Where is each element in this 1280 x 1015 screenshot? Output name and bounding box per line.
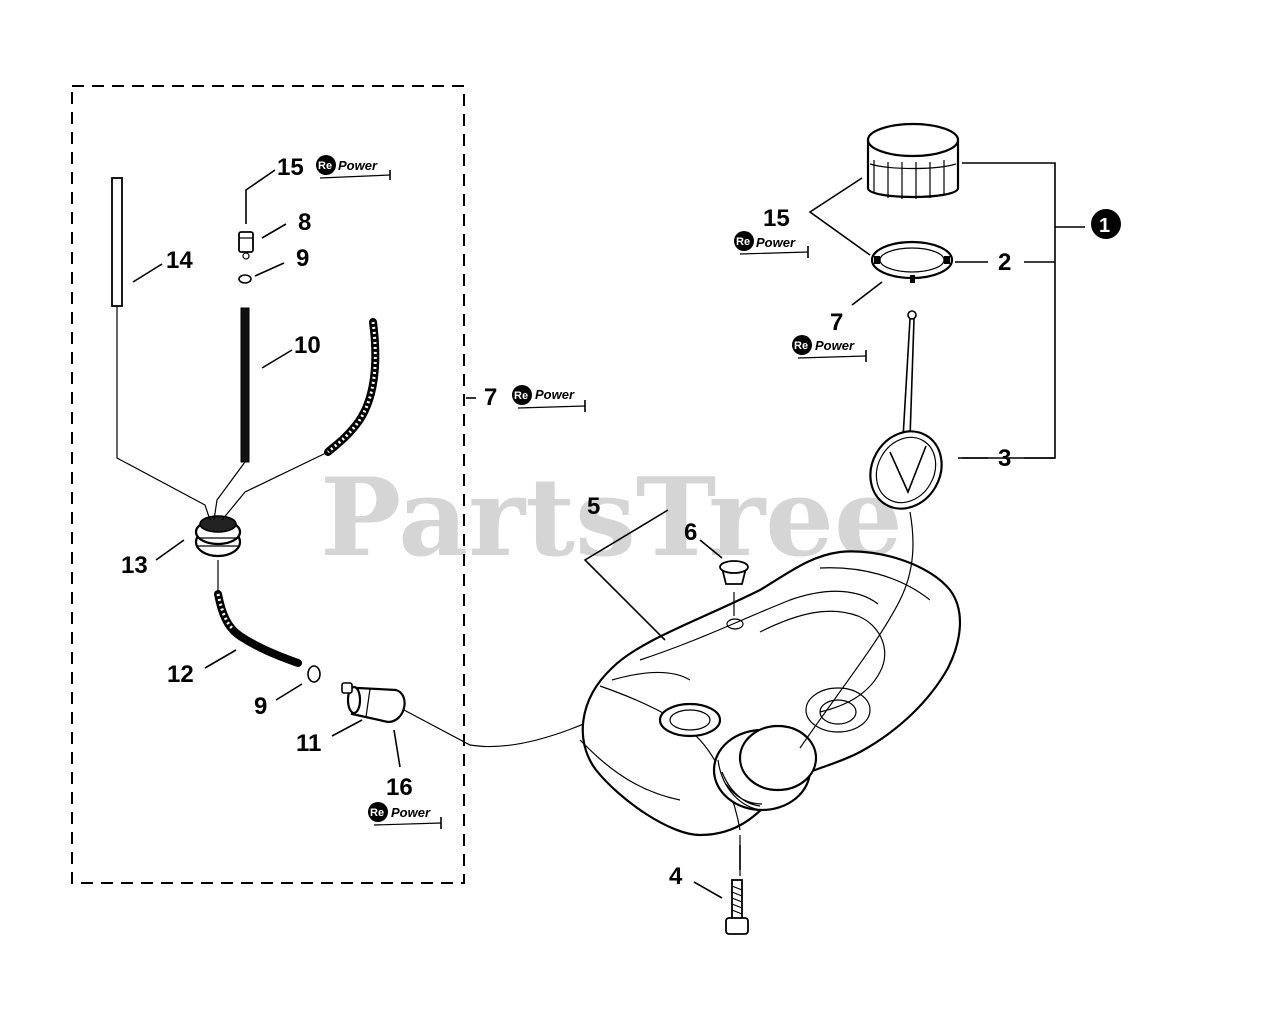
repower-mark-16: Re Power [368, 802, 442, 829]
callout-1-circle [1091, 209, 1121, 239]
leader-14-to-13 [116, 306, 211, 521]
part-8-fitting[interactable] [238, 231, 254, 260]
repower-mark-7-cap: Re Power [792, 335, 867, 362]
part-2-gasket[interactable] [870, 240, 954, 283]
svg-text:Re: Re [514, 390, 528, 402]
part-9-o-ring-bottom[interactable] [307, 665, 321, 683]
watermark: PartsTree [320, 455, 903, 581]
callout-10[interactable]: 10 [294, 332, 321, 359]
leader-13 [155, 539, 185, 561]
bracket-1 [962, 162, 1056, 459]
callout-16[interactable]: 16 [386, 774, 413, 801]
leader-10b-to-13 [221, 451, 329, 521]
svg-text:Re: Re [318, 160, 332, 172]
callout-1[interactable]: 1 [1099, 215, 1110, 237]
repower-mark-15-cap: Re Power [734, 231, 809, 258]
part-9-o-ring-top[interactable] [238, 274, 252, 284]
part-11-fuel-filter[interactable] [341, 682, 406, 724]
callout-9-bottom[interactable]: 9 [254, 693, 267, 720]
callout-15-cap[interactable]: 15 [763, 205, 790, 232]
svg-text:Power: Power [391, 805, 431, 820]
part-3-strainer[interactable] [857, 310, 956, 522]
svg-text:Power: Power [756, 235, 796, 250]
svg-text:Power: Power [815, 338, 855, 353]
callout-8[interactable]: 8 [298, 209, 311, 236]
part-13-grommet[interactable] [194, 515, 242, 558]
callout-15-kit[interactable]: 15 [277, 154, 304, 181]
leader-14 [132, 263, 163, 283]
svg-text:Re: Re [794, 340, 808, 352]
callout-14[interactable]: 14 [166, 247, 193, 274]
leader-5 [583, 509, 669, 641]
callout-7-kit[interactable]: 7 [484, 384, 497, 411]
callout-5[interactable]: 5 [587, 493, 600, 520]
svg-text:Re: Re [736, 236, 750, 248]
part-5-fuel-tank[interactable] [579, 550, 961, 876]
leader-12 [204, 649, 237, 669]
leader-8 [261, 223, 287, 239]
leader-4b [693, 881, 723, 899]
leader-9-bottom [275, 683, 303, 701]
repower-mark-7-kit: Re Power [512, 385, 586, 412]
svg-text:Re: Re [370, 807, 384, 819]
part-4-screw[interactable] [725, 879, 749, 935]
part-6-grommet[interactable] [719, 560, 749, 616]
fuel-cap[interactable] [866, 122, 960, 199]
callout-2[interactable]: 2 [998, 249, 1011, 276]
callout-3[interactable]: 3 [998, 445, 1011, 472]
leader-15-cap [808, 177, 871, 256]
fuel-line-kit-box [71, 85, 465, 884]
callout-6[interactable]: 6 [684, 519, 697, 546]
leader-9-top [254, 262, 285, 277]
leader-15-kit [245, 169, 276, 224]
leader-10-to-13 [213, 461, 246, 521]
callout-7-cap[interactable]: 7 [830, 309, 843, 336]
part-14-tube[interactable] [111, 177, 123, 307]
svg-text:Power: Power [338, 158, 378, 173]
leader-11 [331, 719, 363, 737]
callout-12[interactable]: 12 [167, 661, 194, 688]
part-10-hose[interactable] [240, 307, 380, 463]
svg-text:Power: Power [535, 387, 575, 402]
leader-7-cap [851, 281, 883, 306]
leader-6 [699, 539, 723, 559]
part-12-hose[interactable] [214, 590, 302, 667]
leader-3-to-tank [799, 511, 914, 749]
callout-13[interactable]: 13 [121, 552, 148, 579]
callout-9-top[interactable]: 9 [296, 245, 309, 272]
leader-16 [393, 729, 401, 768]
callout-11[interactable]: 11 [296, 730, 321, 757]
leader-10 [261, 349, 293, 369]
repower-mark-15-kit: Re Power [316, 155, 391, 180]
callout-4[interactable]: 4 [669, 863, 683, 890]
